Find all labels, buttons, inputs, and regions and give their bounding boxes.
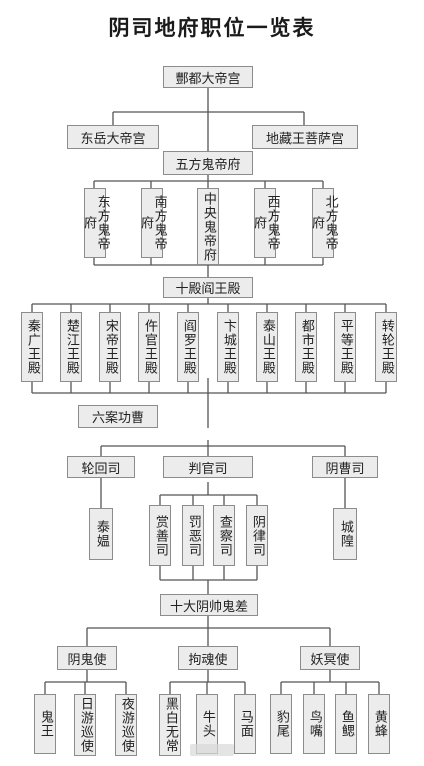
- node-hall-6: 卞城王殿: [217, 312, 239, 382]
- node-yeyou: 夜游巡使: [115, 694, 137, 756]
- node-hall-8: 都市王殿: [295, 312, 317, 382]
- node-dongyue: 东岳大帝宫: [67, 125, 159, 149]
- node-yinlv: 阴律司: [246, 505, 268, 566]
- node-central: 中央鬼帝府: [197, 188, 219, 265]
- node-west: 西方鬼帝府: [251, 188, 280, 258]
- node-guiwang: 鬼王: [34, 694, 56, 754]
- node-lunhui: 轮回司: [67, 456, 135, 478]
- node-heibai: 黑白无常: [159, 694, 181, 756]
- node-hall-9: 平等王殿: [334, 312, 356, 382]
- node-hall-7: 泰山王殿: [256, 312, 278, 382]
- node-yaoming: 妖冥使: [300, 646, 360, 670]
- node-gouhun: 拘魂使: [178, 646, 238, 670]
- node-yingui: 阴鬼使: [57, 646, 117, 670]
- node-baowei: 豹尾: [270, 694, 292, 754]
- node-hall-1: 秦广王殿: [21, 312, 43, 382]
- node-fae: 罚恶司: [182, 505, 204, 566]
- node-panguan: 判官司: [163, 456, 253, 478]
- node-east: 东方鬼帝府: [81, 188, 110, 258]
- node-chenghuang: 城隍: [333, 508, 357, 560]
- node-taiyun: 泰媪: [89, 508, 113, 560]
- node-fengdu: 酆都大帝宫: [163, 66, 253, 88]
- node-niaozui: 鸟嘴: [303, 694, 325, 754]
- node-mamian: 马面: [234, 694, 256, 754]
- node-shangshan: 赏善司: [149, 505, 171, 566]
- node-south: 南方鬼帝府: [138, 188, 167, 258]
- node-riyou: 日游巡使: [74, 694, 96, 756]
- node-hall-5: 阎罗王殿: [177, 312, 199, 382]
- node-yincao: 阴曹司: [312, 456, 378, 478]
- node-wufang: 五方鬼帝府: [163, 151, 253, 175]
- chart-title: 阴司地府职位一览表: [108, 16, 316, 40]
- node-shidian: 十殿阎王殿: [163, 277, 253, 298]
- watermark-blur: [190, 744, 234, 756]
- node-dizang: 地藏王菩萨宫: [252, 125, 358, 149]
- node-huangfeng: 黄蜂: [368, 694, 390, 754]
- node-north: 北方鬼帝府: [309, 188, 338, 258]
- node-yusai: 鱼鳃: [335, 694, 357, 754]
- node-shida: 十大阴帅鬼差: [160, 594, 258, 616]
- node-hall-4: 仵官王殿: [138, 312, 160, 382]
- node-hall-2: 楚江王殿: [60, 312, 82, 382]
- node-chacha: 查察司: [213, 505, 235, 566]
- node-hall-10: 转轮王殿: [375, 312, 397, 382]
- node-liuan: 六案功曹: [78, 405, 158, 428]
- node-hall-3: 宋帝王殿: [99, 312, 121, 382]
